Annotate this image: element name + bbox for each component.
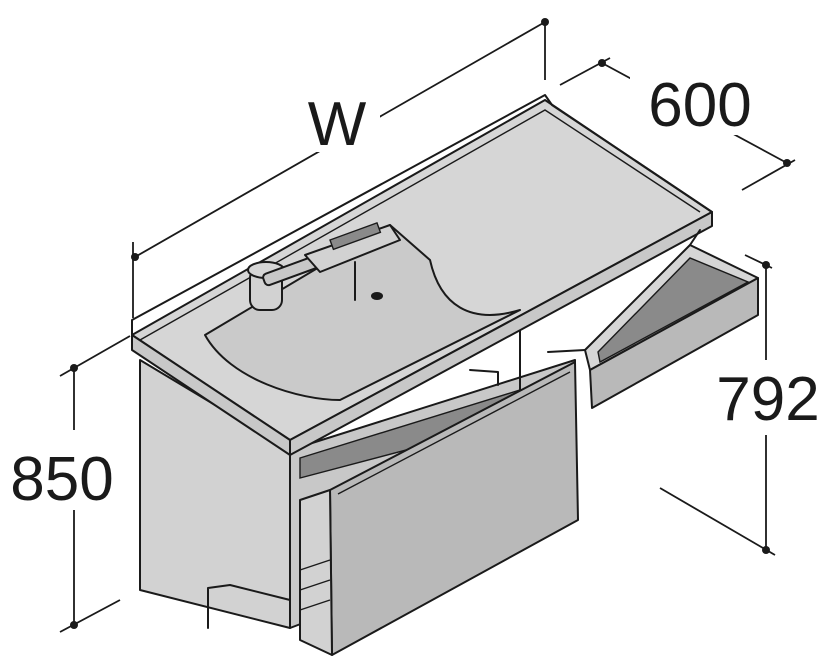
counter-height-label: 792 (716, 365, 819, 434)
height-label: 850 (10, 445, 113, 514)
depth-label: 600 (648, 71, 751, 140)
height-dimension: 850 (0, 335, 131, 633)
depth-dimension: 600 (559, 57, 796, 191)
faucet-icon (247, 222, 401, 311)
counter-height-dimension: 792 (659, 254, 832, 556)
small-drawer (547, 229, 759, 409)
countertop (131, 94, 713, 456)
sink-basin (204, 224, 521, 401)
large-drawer (299, 361, 579, 656)
width-dimension: W (131, 18, 549, 318)
width-label: W (308, 90, 367, 159)
